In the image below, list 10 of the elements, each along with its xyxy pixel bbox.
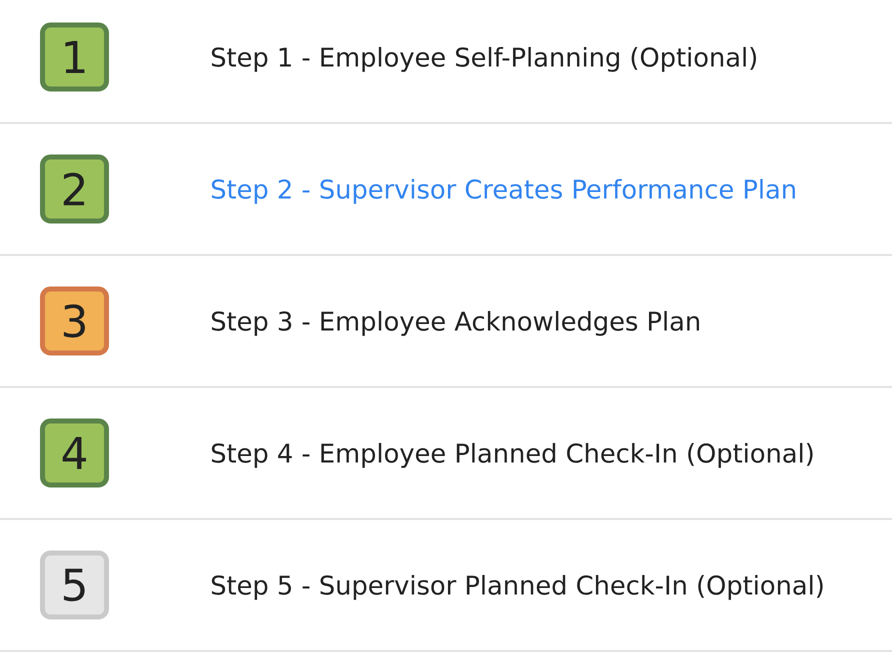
step-link: Step 2 - Supervisor Creates Performance Plan — [212, 178, 795, 204]
number-badge: 3 — [40, 286, 109, 356]
step-label: Step 4 - Employee Planned Check-In (Optional) — [212, 442, 813, 468]
step-label: Step 1 - Employee Self-Planning (Optional) — [212, 46, 756, 72]
number-badge: 5 — [40, 550, 109, 620]
step-label: Step 5 - Supervisor Planned Check-In (Optional) — [212, 574, 823, 600]
number-badge: 1 — [40, 22, 109, 92]
step-label: Step 3 - Employee Acknowledges Plan — [212, 310, 699, 336]
number-badge: 2 — [40, 154, 109, 224]
number-badge: 4 — [40, 418, 109, 488]
